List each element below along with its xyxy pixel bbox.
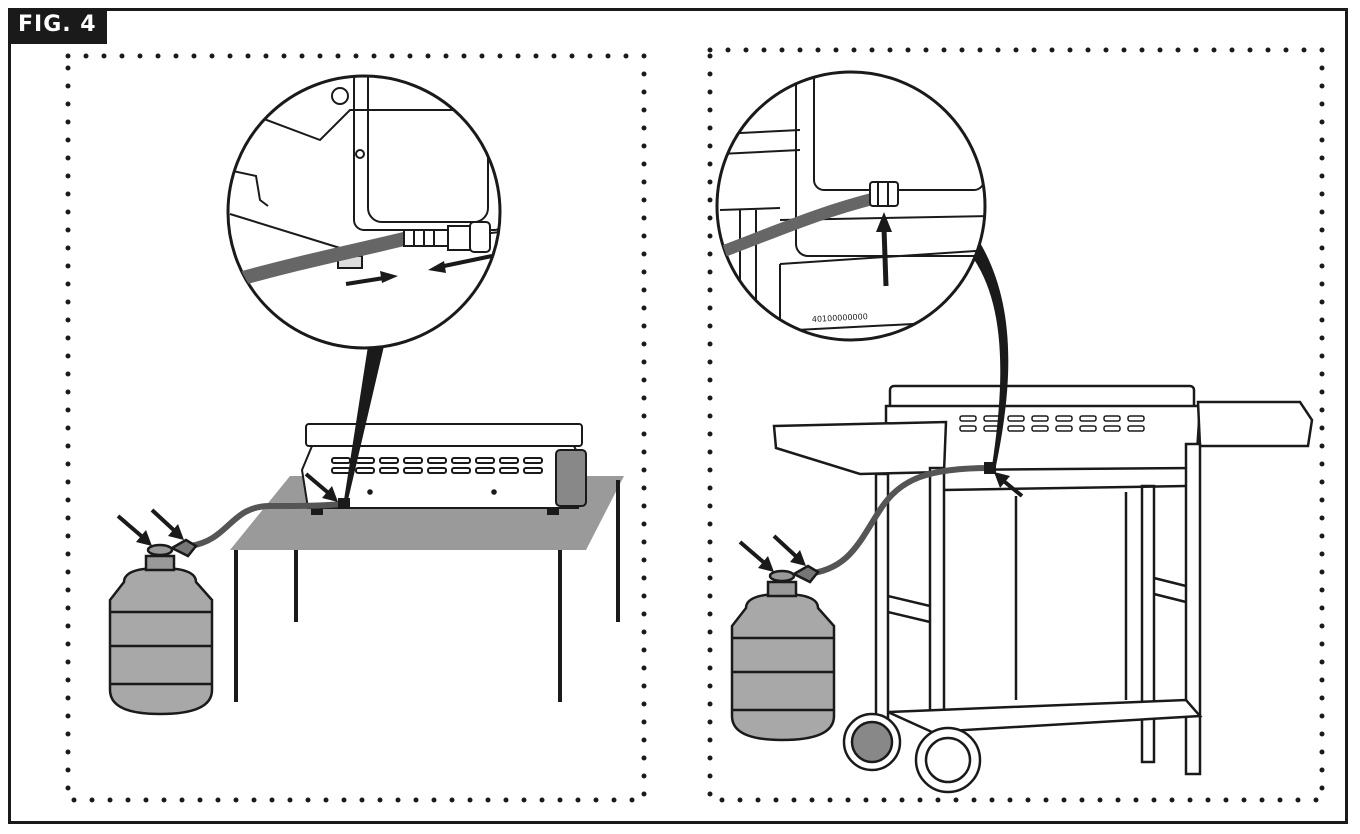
detail-magnifier-left bbox=[226, 74, 502, 350]
arrow-icon bbox=[876, 212, 892, 287]
table bbox=[230, 476, 624, 702]
gas-bottle bbox=[730, 564, 836, 742]
left-panel-border bbox=[65, 53, 647, 803]
hose-connector bbox=[984, 462, 996, 474]
serial-number: 40100000000 bbox=[812, 312, 868, 324]
detail-magnifier-right: 40100000000 bbox=[715, 70, 987, 342]
tabletop-grill bbox=[300, 423, 588, 515]
hose-connector bbox=[338, 498, 350, 508]
arrow-icon bbox=[345, 254, 493, 286]
gas-hose bbox=[189, 501, 343, 549]
figure-frame bbox=[8, 8, 1348, 824]
figure-label: FIG. 4 bbox=[8, 8, 107, 44]
right-panel-border bbox=[707, 47, 1325, 803]
detail-pointer bbox=[964, 236, 1009, 466]
gas-hose bbox=[805, 465, 991, 577]
detail-pointer bbox=[344, 346, 384, 500]
barbecue-trolley bbox=[772, 384, 1314, 794]
gas-bottle bbox=[108, 538, 214, 716]
